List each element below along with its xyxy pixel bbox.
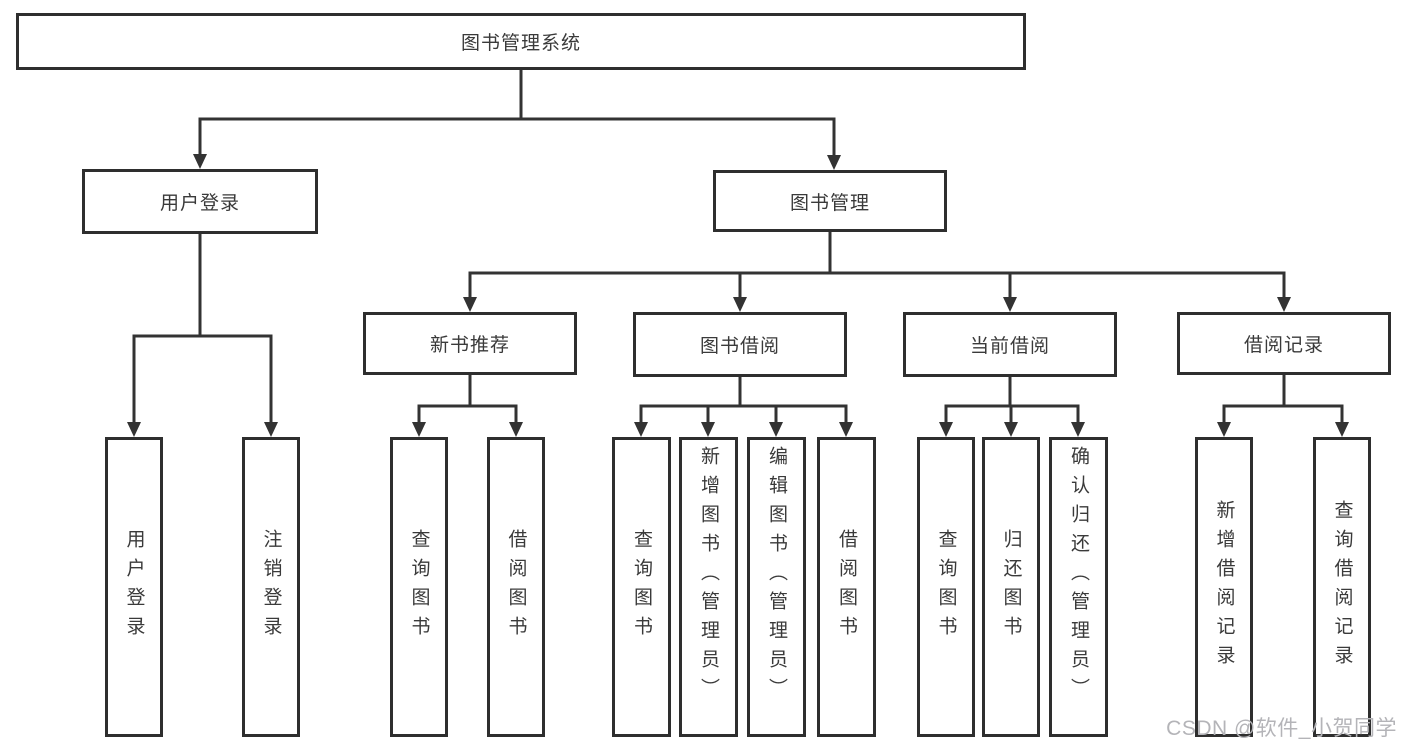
- node-borrowing-records-label: 借阅记录: [1243, 335, 1324, 356]
- leaf-add-books-admin: 新增图书（管理员）: [679, 437, 738, 737]
- node-book-borrowing: 图书借阅: [633, 312, 847, 377]
- csdn-watermark: CSDN @软件_小贺同学: [1166, 717, 1397, 740]
- node-current-borrowing: 当前借阅: [903, 312, 1117, 377]
- leaf-query-books-borrowing: 查询图书: [612, 437, 671, 737]
- leaf-query-books-recommend: 查询图书: [390, 437, 448, 737]
- node-book-management: 图书管理: [713, 170, 947, 232]
- node-library-system: 图书管理系统: [16, 13, 1026, 70]
- leaf-borrow-books-borrowing: 借阅图书: [817, 437, 876, 737]
- leaf-user-login: 用户登录: [105, 437, 163, 737]
- node-user-login: 用户登录: [82, 169, 318, 234]
- node-borrowing-records: 借阅记录: [1177, 312, 1391, 375]
- node-book-borrowing-label: 图书借阅: [699, 336, 780, 357]
- node-book-management-label: 图书管理: [789, 192, 870, 214]
- node-library-system-label: 图书管理系统: [460, 33, 581, 54]
- leaf-add-borrow-record: 新增借阅记录: [1195, 437, 1253, 737]
- leaf-borrow-books-recommend: 借阅图书: [487, 437, 545, 737]
- leaf-query-borrow-record: 查询借阅记录: [1313, 437, 1371, 737]
- leaf-return-books: 归还图书: [982, 437, 1040, 737]
- leaf-edit-books-admin: 编辑图书（管理员）: [747, 437, 806, 737]
- node-new-book-recommendation-label: 新书推荐: [429, 335, 510, 356]
- leaf-confirm-return-admin: 确认归还（管理员）: [1049, 437, 1108, 737]
- leaf-logout-login: 注销登录: [242, 437, 300, 737]
- node-current-borrowing-label: 当前借阅: [969, 336, 1050, 357]
- node-new-book-recommendation: 新书推荐: [363, 312, 577, 375]
- leaf-query-books-current: 查询图书: [917, 437, 975, 737]
- node-user-login-label: 用户登录: [159, 193, 240, 214]
